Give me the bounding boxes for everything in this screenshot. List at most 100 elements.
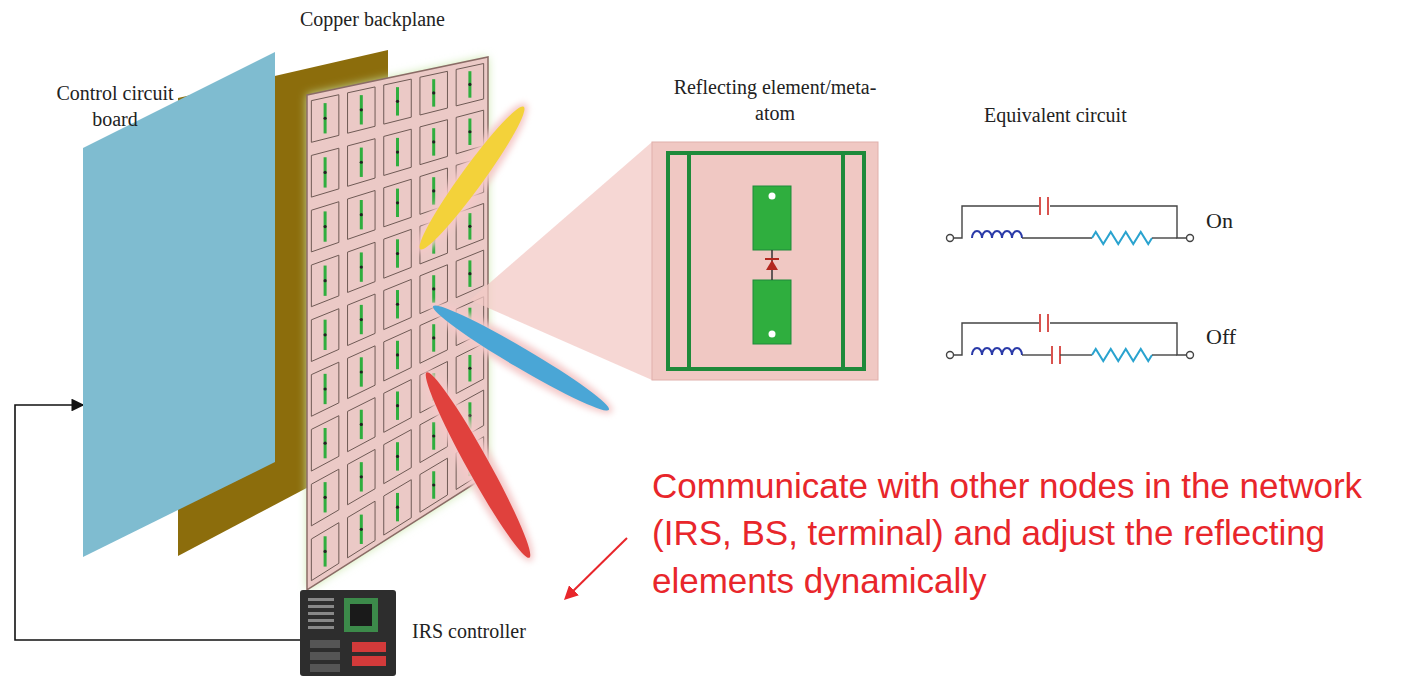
patch [753, 280, 791, 344]
cell-diode [432, 140, 435, 143]
wire [1152, 237, 1177, 238]
cell-diode [396, 404, 399, 407]
cell-diode [360, 318, 363, 321]
cell-diode [360, 370, 363, 373]
cell-patch [360, 515, 363, 544]
terminal [1187, 235, 1194, 242]
wire [1022, 354, 1052, 355]
cell-diode [360, 475, 363, 478]
cell-diode [324, 442, 327, 445]
cell-diode [396, 353, 399, 356]
cell-diode [360, 266, 363, 269]
cell-diode [468, 83, 471, 86]
cell-outline [311, 148, 339, 197]
irs-controller: IRS controller [300, 590, 560, 676]
via [769, 331, 776, 338]
atom-frame [668, 153, 864, 369]
cell-outline [384, 79, 412, 124]
cell-patch [396, 87, 399, 115]
cell-diode [360, 161, 363, 164]
cell-patch [360, 410, 363, 439]
cell-patch [360, 252, 363, 281]
cell-outline [348, 87, 376, 133]
cell-patch [432, 128, 435, 155]
state-label: Off [1206, 323, 1236, 352]
cell-patch [324, 482, 327, 512]
cell-outline [384, 430, 412, 484]
cell-diode [432, 483, 435, 486]
cell-diode [396, 455, 399, 458]
state-label: On [1206, 207, 1233, 236]
equivalent-circuits [947, 197, 1194, 364]
cell-patch [360, 462, 363, 491]
controller-board [300, 590, 396, 676]
cell-diode [324, 333, 327, 336]
cell-diode [468, 225, 471, 228]
cell-diode [432, 434, 435, 437]
cell-outline [384, 229, 412, 278]
cell-outline [456, 64, 484, 106]
capacitor-symbol [1051, 346, 1053, 364]
cell-diode [324, 279, 327, 282]
trace [308, 619, 334, 622]
cell-diode [396, 303, 399, 306]
cell-patch [324, 320, 327, 350]
cell-outline [384, 329, 412, 380]
cell-diode [324, 387, 327, 390]
cell-diode [468, 272, 471, 275]
header [310, 664, 340, 672]
cell-patch [396, 341, 399, 369]
cell-diode [324, 225, 327, 228]
red-beam [417, 367, 539, 563]
capacitor-symbol [1047, 314, 1049, 332]
control-circuit-board: Control circuit board [83, 52, 275, 557]
beam-glow [405, 94, 539, 262]
cell-diode [432, 91, 435, 94]
cell-patch [432, 324, 435, 351]
atom-substrate [652, 142, 878, 380]
chip-core [350, 604, 372, 626]
cell-patch [324, 428, 327, 458]
beams [405, 94, 620, 569]
pin-diode [766, 260, 778, 270]
cell-diode [396, 150, 399, 153]
cell-outline [348, 294, 376, 345]
cell-diode [360, 108, 363, 111]
capacitor-symbol [1039, 314, 1041, 332]
patch [753, 186, 791, 250]
cell-diode [360, 423, 363, 426]
atom-strip [687, 153, 691, 369]
trace [308, 605, 334, 608]
via [769, 193, 776, 200]
beam-glow [411, 361, 546, 569]
cell-diode [396, 100, 399, 103]
meta-atom [652, 142, 878, 380]
cell-diode [432, 336, 435, 339]
cell-outline [384, 179, 412, 227]
cell-patch [432, 275, 435, 302]
cell-patch [432, 471, 435, 498]
cell-outline [348, 398, 376, 452]
cell-diode [324, 171, 327, 174]
cell-patch [396, 290, 399, 318]
callout-note: Communicate with other nodes in the netw… [652, 462, 1404, 604]
node-label: Control circuit board [35, 80, 195, 132]
cell-patch [396, 239, 399, 267]
resistor-symbol [1092, 349, 1152, 361]
cell-diode [396, 252, 399, 255]
yellow-beam [411, 100, 532, 255]
cell-outline [420, 120, 448, 165]
cell-patch [360, 357, 363, 386]
cell-patch [468, 260, 471, 286]
terminal [1187, 352, 1194, 359]
cell-outline [311, 95, 339, 143]
cell-patch [432, 177, 435, 204]
cell-outline [456, 250, 484, 298]
cell-outline [311, 309, 339, 362]
cell-patch [324, 536, 327, 566]
diode-bar [765, 258, 779, 260]
cell-diode [468, 367, 471, 370]
cell-outline [420, 458, 448, 512]
cell-outline [348, 449, 376, 504]
cell-outline [348, 346, 376, 399]
